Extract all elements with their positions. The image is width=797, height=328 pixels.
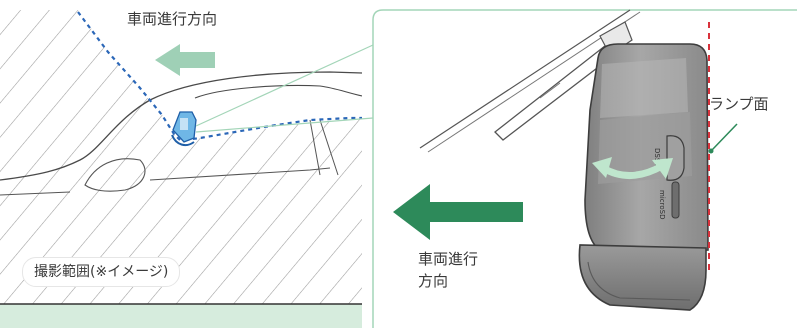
- range-boundary-upper: [77, 11, 181, 141]
- mount-plate-line: [539, 82, 561, 99]
- rotate-arrow-icon: [592, 157, 673, 180]
- right-panel: DSSV microSD: [372, 9, 797, 328]
- lamp-surface-label: ランプ面: [709, 95, 769, 113]
- direction-label-bottom-line2: 方向: [418, 272, 449, 290]
- callout-line-bottom: [195, 117, 374, 133]
- lamp-leader-dot: [708, 148, 714, 154]
- shooting-range-label: 撮影範囲(※イメージ): [22, 257, 181, 287]
- windshield-line-outer: [419, 9, 631, 149]
- lamp-leader-line: [711, 123, 738, 151]
- car-mirror-outline: [84, 158, 146, 192]
- car-body-lines: [0, 119, 339, 196]
- callout-line-top: [195, 44, 374, 127]
- callout-frame: [372, 9, 797, 328]
- direction-label-bottom-line1: 車両進行: [418, 250, 479, 268]
- dashcam-small-icon: [171, 111, 197, 147]
- direction-label-top: 車両進行方向: [127, 10, 218, 28]
- range-hatch-upper: [0, 10, 178, 158]
- device-side-text: DSSV: [653, 148, 661, 167]
- car-window-outline: [194, 84, 362, 99]
- direction-arrow-big: [393, 184, 523, 240]
- direction-label-bottom: 車両進行 方向: [418, 248, 478, 292]
- ground-band: [0, 304, 362, 328]
- device-slot-text: microSD: [658, 190, 666, 219]
- car-roof-outline: [0, 71, 362, 181]
- direction-arrow-light: [155, 44, 215, 76]
